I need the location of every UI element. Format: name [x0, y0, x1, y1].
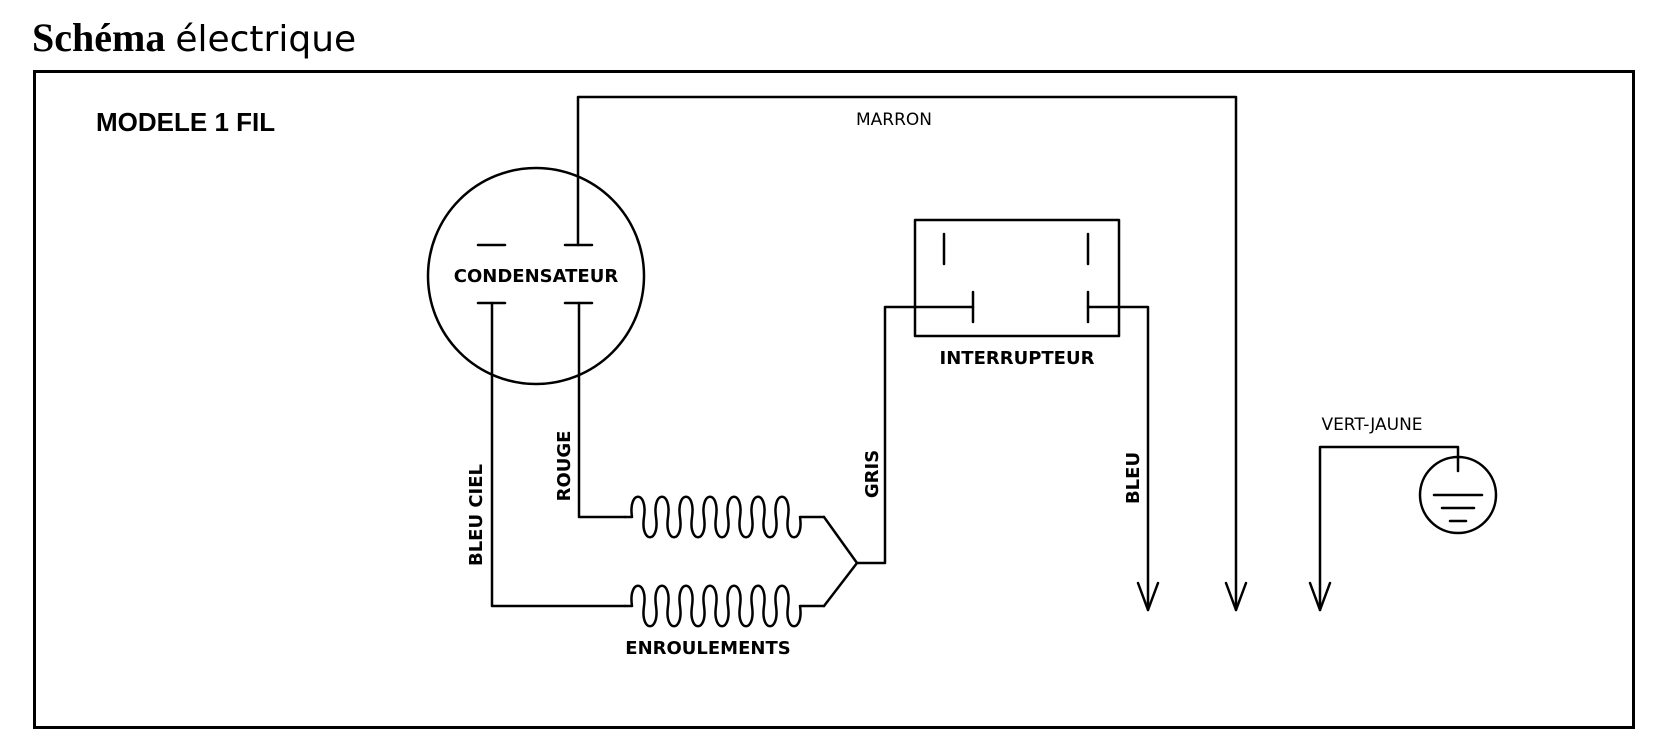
ground-icon: [1418, 455, 1498, 535]
capacitor-label: CONDENSATEUR: [454, 266, 619, 287]
model-label: MODELE 1 FIL: [96, 107, 276, 137]
wire-label-brown: MARRON: [856, 110, 932, 130]
wire-brown: [576, 95, 1238, 612]
wire-blue: [1086, 305, 1150, 612]
capacitor-body: [426, 166, 646, 386]
wire-label-light-blue: BLEU CIEL: [466, 464, 487, 566]
windings-label: ENROULEMENTS: [625, 638, 790, 659]
winding-bottom: [623, 584, 826, 628]
winding-junction-top: [822, 515, 859, 565]
wire-light-blue: [490, 301, 627, 608]
switch-body: [913, 218, 1121, 338]
wire-green-yellow: [1318, 445, 1460, 612]
diagram-frame: MODELE 1 FIL: [33, 70, 1635, 729]
wire-grey: [855, 305, 975, 565]
wire-label-green-yellow: VERT-JAUNE: [1321, 415, 1422, 435]
arrow-down-icon: [1136, 581, 1160, 612]
wire-red: [577, 301, 627, 519]
wire-label-grey: GRIS: [862, 450, 883, 498]
page-title: Schéma électrique: [32, 18, 356, 58]
arrow-down-icon: [1224, 581, 1248, 612]
wire-label-red: ROUGE: [554, 431, 575, 502]
winding-junction-bottom: [822, 561, 859, 608]
title-part-b: électrique: [175, 19, 357, 60]
arrow-down-icon: [1308, 581, 1332, 612]
wire-label-blue: BLEU: [1123, 452, 1144, 504]
switch-label: INTERRUPTEUR: [940, 348, 1095, 369]
title-part-a: Schéma: [32, 15, 166, 60]
winding-top: [623, 495, 826, 539]
